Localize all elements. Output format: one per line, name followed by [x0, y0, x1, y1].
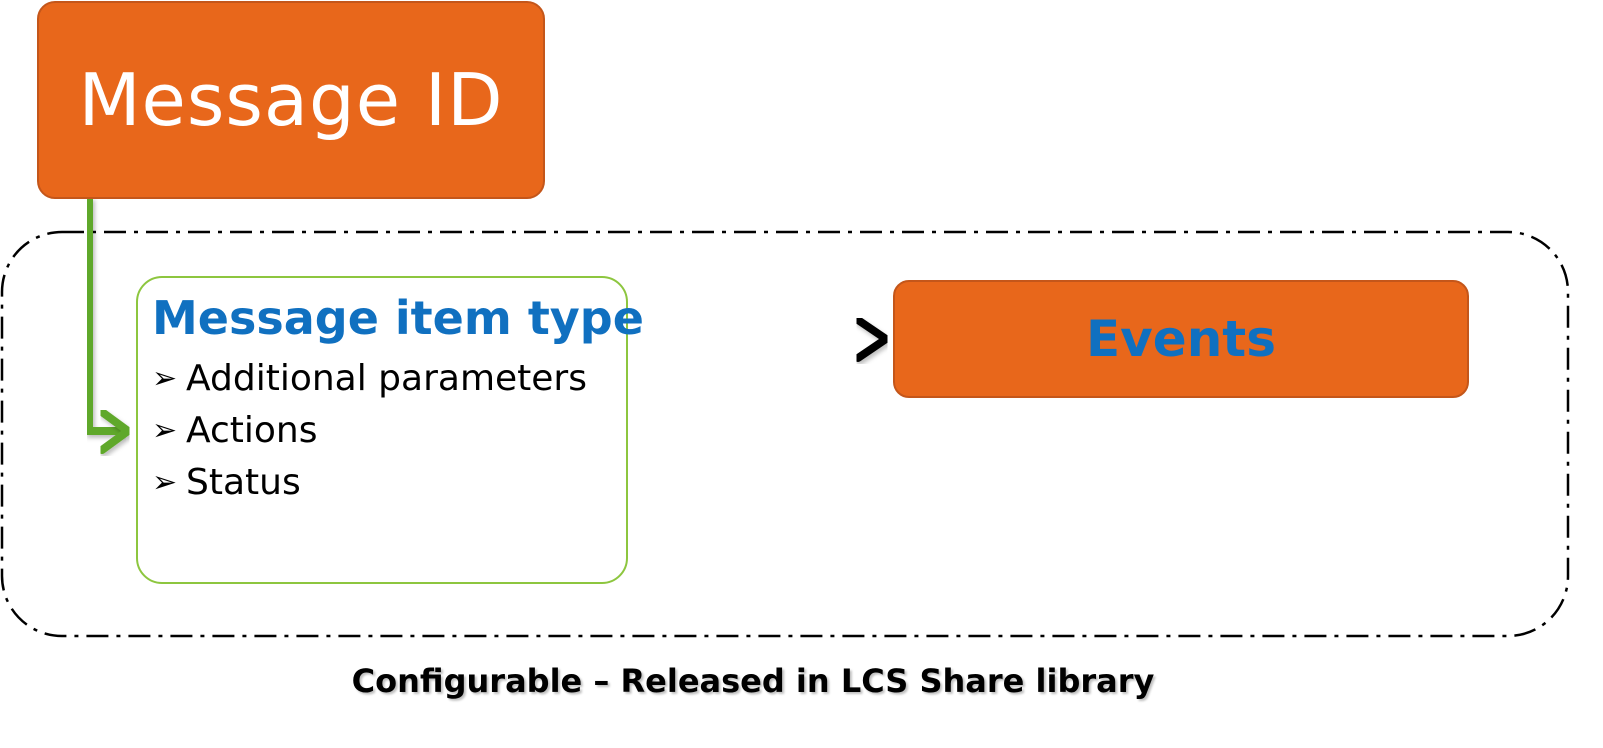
list-item-label: Additional parameters: [186, 357, 587, 399]
diagram-caption: Configurable – Released in LCS Share lib…: [351, 662, 1155, 700]
arrow-bullet-icon: ➢: [152, 360, 178, 396]
list-item: ➢ Status: [152, 456, 626, 508]
message-item-type-box: Message item type ➢ Additional parameter…: [136, 276, 644, 584]
message-id-box: Message ID: [37, 1, 545, 199]
events-label: Events: [1086, 310, 1276, 368]
list-item-label: Status: [186, 461, 301, 503]
message-id-label: Message ID: [78, 58, 504, 142]
list-item: ➢ Actions: [152, 404, 626, 456]
arrow-bullet-icon: ➢: [152, 464, 178, 500]
arrow-bullet-icon: ➢: [152, 412, 178, 448]
message-item-type-list: ➢ Additional parameters ➢ Actions ➢ Stat…: [152, 352, 626, 508]
message-item-type-title: Message item type: [152, 291, 644, 345]
list-item-label: Actions: [186, 409, 318, 451]
green-connector-arrow: [85, 197, 124, 435]
list-item: ➢ Additional parameters: [152, 352, 626, 404]
green-arrowhead-icon: [98, 408, 132, 454]
events-box: Events: [893, 280, 1469, 398]
black-arrowhead-icon: [854, 316, 890, 362]
configurable-boundary: [0, 230, 1570, 638]
